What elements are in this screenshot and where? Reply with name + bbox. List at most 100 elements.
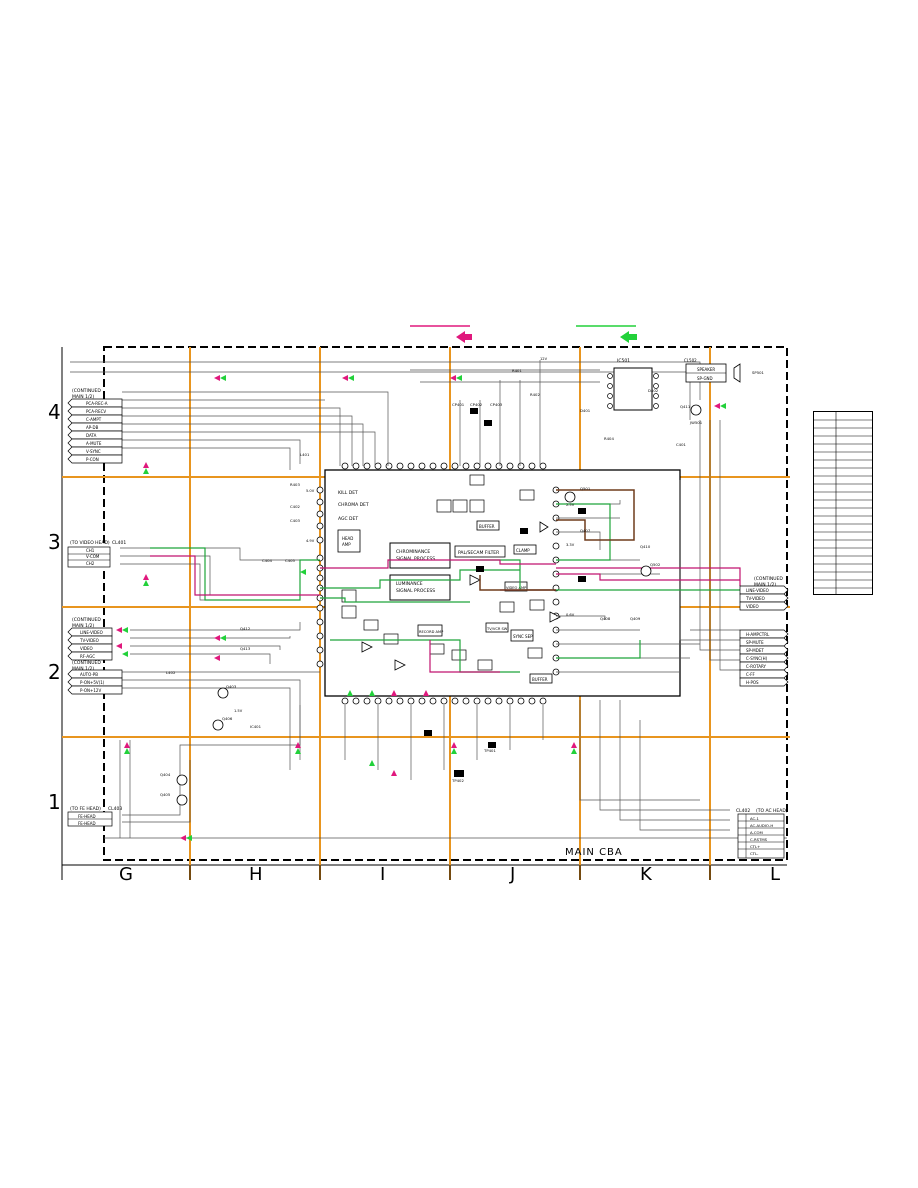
- conn-main-mid-title-2: MAIN 1/2): [72, 623, 94, 629]
- connector-main-low: (CONTINUED MAIN 1/2) AUTO-PB P-ON+5V(1) …: [67, 660, 123, 695]
- conn-main-low-pin-3: P-ON+12V: [80, 688, 101, 693]
- chroma-block: CHROMINANCE SIGNAL PROCESS: [389, 542, 451, 569]
- conn-main-low-pin-1: AUTO-PB: [80, 672, 98, 677]
- conn-video-head-pin-2: V-COM: [86, 554, 100, 559]
- conn-right-low-pin-2: SP-MUTE: [746, 640, 764, 645]
- speaker-connector: SPEAKER SP-GND CL502: [684, 358, 741, 383]
- voltage-labels: 5.0V 4.9V 2.5V 3.3V 0.6V 12V 1.5V: [234, 357, 575, 713]
- conn-right-cont-pin-3: VIDEO: [746, 604, 759, 609]
- agc-det-label: AGC DET: [338, 516, 358, 522]
- svg-text:C405: C405: [285, 558, 295, 563]
- connector-right-continued: (CONTINUED MAIN 1/2) LINE-VIDEO TV-VIDEO…: [739, 576, 789, 611]
- connector-right-lower: H-AMPCTRL SP-MUTE SP-MDET C-SYNC(H) C-RO…: [739, 629, 789, 687]
- conn-ac-head-pin-6: CTL-: [750, 851, 759, 856]
- svg-text:D402: D402: [648, 388, 659, 393]
- svg-text:R404: R404: [604, 436, 614, 441]
- buffer-right-block: BUFFER: [529, 673, 553, 684]
- conn-right-cont-pin-1: LINE-VIDEO: [746, 588, 769, 593]
- filter-block: PAL/SECAM FILTER: [454, 545, 506, 558]
- svg-text:1.5V: 1.5V: [234, 709, 243, 713]
- svg-text:0.6V: 0.6V: [566, 613, 575, 617]
- chroma-block-line1: CHROMINANCE: [396, 549, 430, 555]
- column-ticks: [61, 865, 711, 880]
- row-label-2: 2: [48, 660, 61, 684]
- conn-right-low-pin-6: C-FF: [746, 672, 756, 677]
- conn-ac-head-ref: CL402: [736, 808, 750, 814]
- svg-text:CLAMP: CLAMP: [516, 548, 530, 553]
- svg-text:SP501: SP501: [752, 370, 765, 375]
- tv-vcr-sw-block: TV/VCR SW: [485, 622, 509, 633]
- signal-trace-brown: [479, 489, 635, 591]
- conn-right-cont-title-1: (CONTINUED: [754, 576, 783, 582]
- transistor-symbols: [176, 404, 702, 806]
- side-table: [813, 411, 873, 595]
- conn-main-low-title-1: (CONTINUED: [72, 660, 101, 666]
- svg-text:L402: L402: [166, 670, 176, 675]
- svg-text:CP403: CP403: [490, 402, 503, 407]
- svg-text:RECORD AMP: RECORD AMP: [419, 630, 444, 634]
- luma-block-line2: SIGNAL PROCESS: [396, 588, 435, 594]
- svg-text:SYNC SEP: SYNC SEP: [513, 634, 533, 639]
- svg-text:KILL DET: KILL DET: [338, 490, 358, 496]
- video-amp-block: VIDEO AMP: [504, 581, 528, 592]
- svg-text:C403: C403: [290, 518, 300, 523]
- conn-ac-head-pin-4: C-RSTMS: [750, 837, 768, 842]
- connector-main-mid: (CONTINUED MAIN 1/2) LINE-VIDEO TV-VIDEO…: [67, 617, 113, 661]
- conn-right-low-pin-3: SP-MDET: [746, 648, 764, 653]
- svg-text:C402: C402: [290, 504, 300, 509]
- svg-text:5.0V: 5.0V: [306, 489, 315, 493]
- svg-text:VIDEO AMP: VIDEO AMP: [506, 586, 527, 590]
- svg-text:Q412: Q412: [240, 626, 251, 631]
- conn-ac-head-pin-3: A-COM: [750, 830, 763, 835]
- svg-text:2.5V: 2.5V: [566, 503, 575, 507]
- buffer-top-block: BUFFER: [476, 520, 500, 531]
- conn-ac-head-title: (TO AC HEAD): [756, 808, 788, 814]
- svg-text:JW501: JW501: [689, 420, 703, 425]
- signal-trace-green: [150, 503, 740, 673]
- conn-right-cont-title-2: MAIN 1/2): [754, 582, 776, 588]
- row-label-1: 1: [48, 790, 61, 814]
- conn-video-head-pin-1: CH1: [86, 548, 95, 553]
- arrow-legend-green: [576, 325, 637, 343]
- arrow-legend-magenta: [410, 325, 472, 343]
- conn-video-head-ref: CL401: [112, 540, 126, 546]
- svg-text:Q411: Q411: [680, 404, 691, 409]
- connector-video-head: (TO VIDEO HEAD) CL401 CH1 V-COM CH2: [67, 540, 126, 568]
- svg-text:CP401: CP401: [452, 402, 465, 407]
- svg-text:C401: C401: [676, 442, 686, 447]
- conn-right-cont-pin-2: TV-VIDEO: [745, 596, 765, 601]
- speaker-pin-2: SP-GND: [697, 376, 713, 381]
- conn-main-mid-pin-4: RF-AGC: [80, 654, 95, 659]
- luma-block-line1: LUMINANCE: [396, 581, 423, 587]
- chroma-block-line2: SIGNAL PROCESS: [396, 556, 435, 562]
- ic501-body: IC501: [607, 358, 659, 411]
- clamp-block: CLAMP: [513, 544, 537, 555]
- record-amp-block: RECORD AMP: [417, 624, 444, 637]
- column-label-i: I: [380, 864, 385, 885]
- conn-right-low-pin-7: H-POS: [746, 680, 759, 685]
- conn-right-low-pin-1: H-AMPCTRL: [746, 632, 770, 637]
- svg-text:R403: R403: [290, 482, 300, 487]
- svg-text:TP401: TP401: [483, 748, 496, 753]
- svg-text:Q407: Q407: [580, 528, 591, 533]
- conn-fe-head-pin-1: FE-HEAD: [78, 814, 96, 819]
- conn-main-mid-title-1: (CONTINUED: [72, 617, 101, 623]
- conn-fe-head-title: (TO FE HEAD): [70, 806, 101, 812]
- connector-main-top: (CONTINUED MAIN 1/2) PCA-REC-A PCA-RECV …: [67, 388, 123, 464]
- svg-text:C404: C404: [262, 558, 272, 563]
- conn-main-top-pin-3: C-AMPT: [86, 417, 102, 422]
- svg-text:Q501: Q501: [580, 486, 591, 491]
- column-label-h: H: [249, 864, 263, 885]
- svg-text:CHROMA DET: CHROMA DET: [338, 502, 369, 508]
- column-label-g: G: [119, 864, 133, 885]
- svg-text:CP402: CP402: [470, 402, 483, 407]
- board-label: MAIN CBA: [565, 847, 623, 858]
- svg-text:Q502: Q502: [650, 562, 661, 567]
- svg-text:R401: R401: [512, 368, 522, 373]
- svg-text:AGC DET: AGC DET: [338, 516, 358, 522]
- row-label-4: 4: [48, 400, 61, 424]
- head-amp-block: HEAD AMP: [337, 529, 361, 553]
- kill-det-label: KILL DET: [338, 490, 358, 496]
- speaker-pin-1: SPEAKER: [697, 367, 715, 372]
- speaker-icon: [733, 363, 741, 383]
